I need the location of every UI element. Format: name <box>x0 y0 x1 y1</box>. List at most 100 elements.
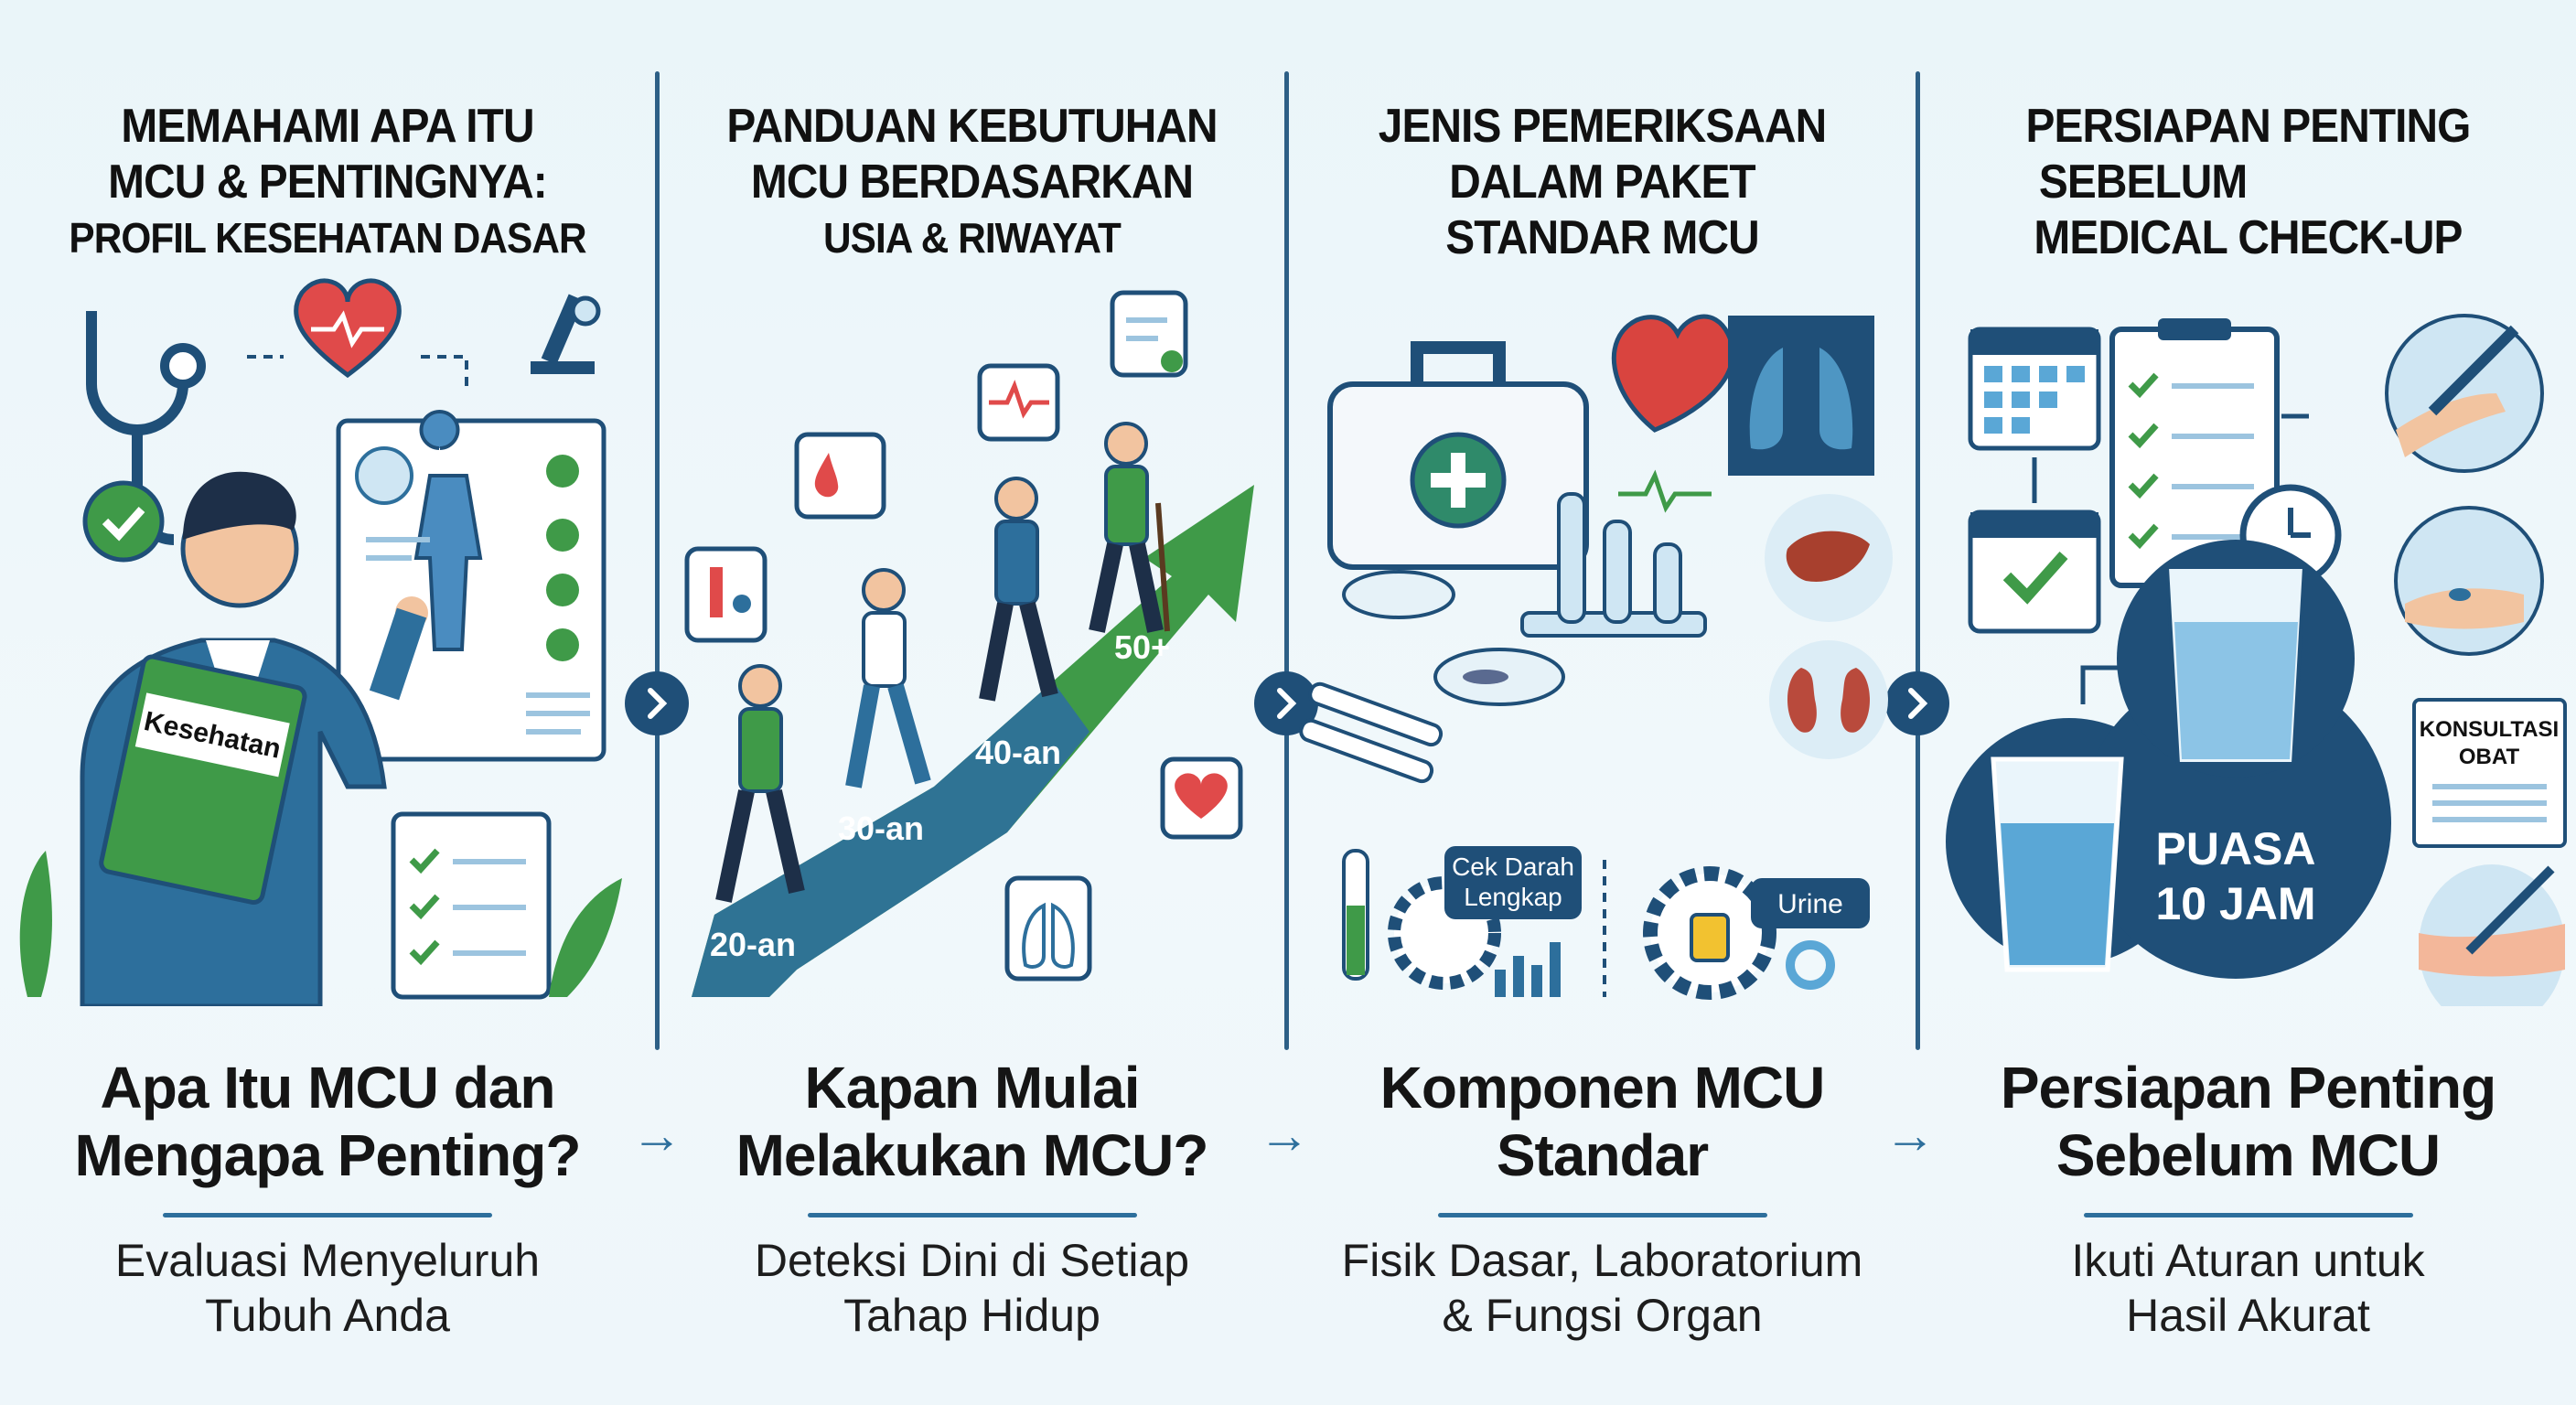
title-line: Kapan Mulai <box>804 1055 1141 1121</box>
panel-divider <box>1284 71 1289 1050</box>
doc-label: KONSULTASI <box>2420 717 2559 742</box>
blood-test-label: Cek Darah <box>1452 853 1574 881</box>
title-line: Apa Itu MCU dan <box>100 1055 556 1121</box>
age-label: 40-an <box>975 734 1061 771</box>
header-subline: MEDICAL CHECK-UP <box>2034 211 2463 264</box>
panel-title: Persiapan Penting Sebelum MCU <box>1920 1054 2576 1189</box>
desc-line: Ikuti Aturan untuk <box>2071 1235 2425 1286</box>
panel-title: Apa Itu MCU dan Mengapa Penting? <box>0 1054 655 1189</box>
person-elderly <box>1089 422 1170 633</box>
clipboard-bubble <box>1110 290 1188 378</box>
calendar-icon <box>1968 327 2101 451</box>
title-underline <box>807 1213 1137 1217</box>
title-underline <box>2083 1213 2413 1217</box>
header-subline: STANDAR MCU <box>1445 211 1759 264</box>
heart-bubble <box>1160 756 1243 840</box>
bar-chart-icon <box>1495 942 1561 997</box>
arrow-right-icon: → <box>1259 1106 1310 1164</box>
heart-organ-icon <box>1611 314 1735 433</box>
panel-divider <box>655 71 660 1050</box>
header-subline: USIA & RIWAYAT <box>823 214 1122 262</box>
arrow-right-icon: → <box>1884 1106 1936 1164</box>
panel-header: PERSIAPAN PENTING SEBELUM MEDICAL CHECK-… <box>1947 99 2550 266</box>
first-aid-kit-icon <box>1327 341 1589 570</box>
age-label: 50+ <box>1114 628 1170 666</box>
blood-test-icon <box>684 546 767 643</box>
title-line: Komponen MCU <box>1379 1055 1826 1121</box>
header-line: DALAM PAKET <box>1449 156 1755 209</box>
panel-header: MEMAHAMI APA ITU MCU & PENTINGNYA: PROFI… <box>27 99 629 266</box>
lungs-xray-icon <box>1728 316 1874 476</box>
panel-description: Ikuti Aturan untuk Hasil Akurat <box>1920 1233 2576 1343</box>
panel-when-to-mcu: PANDUAN KEBUTUHAN MCU BERDASARKAN USIA &… <box>660 0 1284 1405</box>
clipboard-kesehatan: Kesehatan <box>99 654 307 906</box>
title-underline <box>163 1213 492 1217</box>
panel-description: Deteksi Dini di Setiap Tahap Hidup <box>660 1233 1284 1343</box>
blood-drop-bubble <box>794 432 886 520</box>
next-chevron-icon <box>625 671 689 735</box>
fasting-label: PUASA <box>2155 823 2315 874</box>
petri-dish-icon <box>1342 570 1565 706</box>
panel-header: PANDUAN KEBUTUHAN MCU BERDASARKAN USIA &… <box>684 99 1259 266</box>
kidney-icon <box>1769 640 1888 759</box>
water-glass-icon <box>1991 756 2124 972</box>
urine-label-badge: Urine <box>1751 878 1870 928</box>
illustration-preparation: PUASA 10 JAM KONSULTASI OBAT <box>1946 314 2567 1006</box>
desc-line: & Fungsi Organ <box>1442 1290 1763 1341</box>
title-line: Standar <box>1496 1122 1709 1188</box>
test-tubes-icon <box>1520 492 1707 638</box>
age-label: 20-an <box>710 926 796 963</box>
header-line: MCU & PENTINGNYA: <box>108 156 548 209</box>
person-walking <box>979 477 1058 702</box>
injection-hand-icon <box>2385 314 2544 473</box>
arrow-right-icon: → <box>631 1106 682 1164</box>
lungs-bubble <box>1004 875 1092 981</box>
desc-line: Tubuh Anda <box>205 1290 450 1341</box>
heart-icon <box>294 278 402 379</box>
check-circle-icon <box>82 480 165 563</box>
desc-line: Hasil Akurat <box>2126 1290 2370 1341</box>
panel-description: Evaluasi Menyeluruh Tubuh Anda <box>0 1233 655 1343</box>
illustration-doctor: Kesehatan <box>19 278 622 1006</box>
fasting-label: 10 JAM <box>2155 878 2315 929</box>
liver-icon <box>1765 494 1893 622</box>
microscope-icon <box>531 294 601 374</box>
doc-label: OBAT <box>2459 745 2520 769</box>
title-underline <box>1437 1213 1767 1217</box>
age-label: 30-an <box>838 810 924 847</box>
header-line: MEMAHAMI APA ITU <box>121 100 534 153</box>
desc-line: Tahap Hidup <box>843 1290 1100 1341</box>
water-glass-icon <box>2164 565 2307 766</box>
header-line: MCU BERDASARKAN <box>750 156 1194 209</box>
header-line: PERSIAPAN PENTING <box>2025 100 2472 153</box>
panel-header: JENIS PEMERIKSAAN DALAM PAKET STANDAR MC… <box>1314 99 1890 266</box>
syringe-arm-icon <box>2419 864 2565 1006</box>
blood-tube-icon <box>1342 849 1369 981</box>
next-chevron-icon <box>1885 671 1949 735</box>
pills-hand-icon <box>2394 506 2544 656</box>
header-line: PANDUAN KEBUTUHAN <box>726 100 1218 153</box>
header-line: JENIS PEMERIKSAAN <box>1378 100 1827 153</box>
age-ribbon <box>692 485 1254 997</box>
medicine-consultation-doc: KONSULTASI OBAT <box>2412 698 2567 848</box>
panel-divider <box>1916 71 1920 1050</box>
desc-line: Deteksi Dini di Setiap <box>754 1235 1190 1286</box>
urine-label: Urine <box>1777 889 1843 919</box>
donut-chart-icon <box>1786 940 1835 990</box>
checklist-clipboard <box>391 811 552 1000</box>
illustration-age-path: 20-an 30-an 40-an 50+ <box>684 290 1254 997</box>
panel-mcu-components: JENIS PEMERIKSAAN DALAM PAKET STANDAR MC… <box>1289 0 1916 1405</box>
urine-gear-icon <box>1643 866 1776 1000</box>
title-line: Sebelum MCU <box>2055 1122 2441 1188</box>
checklist-clipboard-icon <box>2109 318 2280 588</box>
sample-tubes-icon <box>1299 681 1444 784</box>
panel-title: Kapan Mulai Melakukan MCU? <box>660 1054 1284 1189</box>
body-chart-board <box>336 410 606 762</box>
title-line: Mengapa Penting? <box>74 1122 582 1188</box>
person-walking <box>715 664 805 903</box>
panel-what-is-mcu: MEMAHAMI APA ITU MCU & PENTINGNYA: PROFI… <box>0 0 655 1405</box>
panel-description: Fisik Dasar, Laboratorium & Fungsi Organ <box>1289 1233 1916 1343</box>
ecg-line-icon <box>1618 469 1712 513</box>
